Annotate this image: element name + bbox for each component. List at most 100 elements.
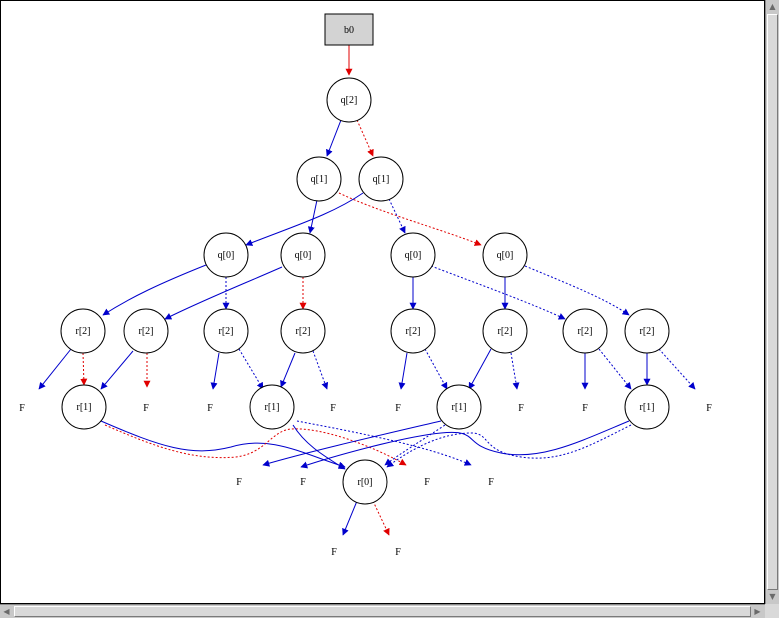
edge-r1c-r0 bbox=[384, 424, 446, 466]
node-r2-7[interactable]: r[2] bbox=[562, 308, 608, 354]
node-q2[interactable]: q[2] bbox=[326, 77, 372, 123]
terminal-f: F bbox=[518, 403, 524, 414]
node-r2-7-label: r[2] bbox=[578, 326, 593, 337]
edge-q2-q1a bbox=[326, 119, 342, 157]
edge-r2f-f bbox=[510, 352, 520, 390]
edge-q0a-r2a bbox=[102, 264, 207, 316]
node-r2-6[interactable]: r[2] bbox=[482, 308, 528, 354]
edge-q2-q1b bbox=[356, 119, 374, 157]
node-b0[interactable]: b0 bbox=[324, 13, 374, 46]
node-q0-3-label: q[0] bbox=[405, 250, 422, 261]
node-r2-5-label: r[2] bbox=[406, 326, 421, 337]
node-r2-2-label: r[2] bbox=[139, 326, 154, 337]
node-r1-3-label: r[1] bbox=[452, 402, 467, 413]
node-q0-1[interactable]: q[0] bbox=[203, 232, 249, 278]
edge-q1a-q0d bbox=[338, 192, 482, 246]
edge-r2a-f bbox=[38, 348, 72, 390]
terminal-f: F bbox=[424, 477, 430, 488]
vertical-scrollbar[interactable]: ▲ ▼ bbox=[765, 0, 779, 604]
scrollbar-corner bbox=[765, 604, 779, 618]
node-r2-4[interactable]: r[2] bbox=[280, 308, 326, 354]
edge-r2c-r1b bbox=[238, 348, 264, 390]
nodes: b0 q[2] q[1] q[1] q[0] bbox=[60, 13, 670, 505]
bdd-diagram: b0 q[2] q[1] q[1] q[0] bbox=[19, 13, 712, 558]
edge-r2a-r1a bbox=[80, 352, 88, 386]
node-b0-label: b0 bbox=[344, 25, 354, 36]
scroll-down-icon[interactable]: ▼ bbox=[769, 591, 776, 601]
edge-r2c-f bbox=[210, 352, 220, 390]
node-r2-2[interactable]: r[2] bbox=[123, 308, 169, 354]
edge-r0-f-solid bbox=[342, 500, 358, 536]
node-r1-1-label: r[1] bbox=[77, 402, 92, 413]
node-r2-3[interactable]: r[2] bbox=[203, 308, 249, 354]
terminal-f: F bbox=[330, 403, 336, 414]
node-q1-right-label: q[1] bbox=[373, 174, 390, 185]
node-r1-3[interactable]: r[1] bbox=[436, 384, 482, 430]
edge-q0d-r2h bbox=[524, 265, 630, 316]
node-r1-4-label: r[1] bbox=[640, 402, 655, 413]
vertical-scroll-thumb[interactable] bbox=[767, 14, 778, 590]
terminal-f: F bbox=[706, 403, 712, 414]
node-r0[interactable]: r[0] bbox=[342, 459, 388, 505]
edge-r2b-r1a bbox=[100, 350, 134, 390]
node-r2-1-label: r[2] bbox=[76, 326, 91, 337]
edge-r2h-f bbox=[658, 348, 696, 390]
node-r1-2-label: r[1] bbox=[265, 402, 280, 413]
node-q0-2[interactable]: q[0] bbox=[280, 232, 326, 278]
node-q0-2-label: q[0] bbox=[295, 250, 312, 261]
node-r1-4[interactable]: r[1] bbox=[624, 384, 670, 430]
edge-q1b-q0c bbox=[388, 198, 406, 234]
horizontal-scrollbar[interactable]: ◀ ▶ bbox=[0, 604, 765, 618]
terminal-f: F bbox=[300, 477, 306, 488]
edge-r2g-r1d bbox=[598, 348, 632, 390]
node-r1-2[interactable]: r[1] bbox=[249, 384, 295, 430]
terminal-f: F bbox=[143, 403, 149, 414]
terminals: F F F F F F F F F F F F F F bbox=[19, 403, 712, 558]
edge-r1b-r0 bbox=[292, 424, 346, 470]
terminal-f: F bbox=[207, 403, 213, 414]
node-r1-1[interactable]: r[1] bbox=[61, 384, 107, 430]
node-q1-right[interactable]: q[1] bbox=[358, 156, 404, 202]
node-q0-1-label: q[0] bbox=[218, 250, 235, 261]
edge-q1a-q0b bbox=[307, 199, 318, 234]
edge-r1c-f bbox=[262, 420, 442, 467]
edge-r0-f-dashed bbox=[372, 500, 390, 536]
scroll-up-icon[interactable]: ▲ bbox=[769, 1, 776, 11]
terminal-f: F bbox=[19, 403, 25, 414]
edge-r1a-r0 bbox=[100, 420, 346, 469]
scroll-right-icon[interactable]: ▶ bbox=[754, 606, 761, 616]
scroll-left-icon[interactable]: ◀ bbox=[3, 606, 10, 616]
node-q1-left-label: q[1] bbox=[311, 174, 328, 185]
terminal-f: F bbox=[395, 547, 401, 558]
edge-r2d-f bbox=[312, 350, 329, 390]
node-q2-label: q[2] bbox=[341, 95, 358, 106]
terminal-f: F bbox=[395, 403, 401, 414]
edge-q0b-r2b bbox=[164, 266, 283, 320]
edge-r1a-f-dashed bbox=[104, 424, 407, 466]
terminal-f: F bbox=[582, 403, 588, 414]
node-q0-4-label: q[0] bbox=[497, 250, 514, 261]
edge-r1d-r0 bbox=[300, 420, 630, 469]
node-r2-8-label: r[2] bbox=[640, 326, 655, 337]
edge-q1b-q0a bbox=[245, 192, 364, 246]
node-r2-8[interactable]: r[2] bbox=[624, 308, 670, 354]
graph-canvas[interactable]: b0 q[2] q[1] q[1] q[0] bbox=[0, 0, 765, 604]
node-q0-4[interactable]: q[0] bbox=[482, 232, 528, 278]
edge-r1d-r0-dashed bbox=[386, 424, 632, 468]
node-r2-4-label: r[2] bbox=[296, 326, 311, 337]
terminal-f: F bbox=[236, 477, 242, 488]
node-q1-left[interactable]: q[1] bbox=[296, 156, 342, 202]
edges bbox=[38, 45, 696, 536]
horizontal-scroll-thumb[interactable] bbox=[14, 606, 751, 617]
node-r2-5[interactable]: r[2] bbox=[390, 308, 436, 354]
node-r2-1[interactable]: r[2] bbox=[60, 308, 106, 354]
edge-r2e-f bbox=[398, 352, 408, 390]
edge-r1b-f bbox=[296, 420, 472, 466]
node-q0-3[interactable]: q[0] bbox=[390, 232, 436, 278]
edge-r2d-r1b bbox=[280, 352, 296, 388]
terminal-f: F bbox=[488, 477, 494, 488]
terminal-f: F bbox=[331, 547, 337, 558]
node-r2-6-label: r[2] bbox=[498, 326, 513, 337]
edge-r2f-r1c bbox=[468, 348, 492, 390]
